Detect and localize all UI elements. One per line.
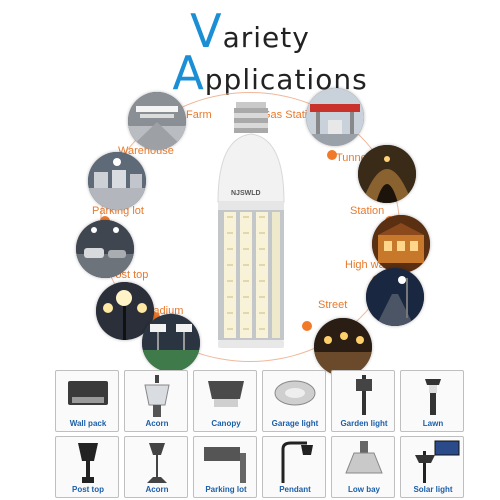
product-low-bay: Low bay xyxy=(331,436,395,498)
product-garage-light: Garage light xyxy=(262,370,326,432)
orbit-dot xyxy=(327,150,337,160)
parking-lot-icon xyxy=(204,447,246,483)
photo-high-way xyxy=(366,268,424,326)
lawn-icon xyxy=(425,379,441,415)
product-label: Canopy xyxy=(211,419,241,428)
photo-street xyxy=(314,318,372,376)
garage-light-icon xyxy=(274,380,316,406)
photo-station xyxy=(372,215,430,273)
product-acorn: Acorn xyxy=(124,370,188,432)
product-solar-light: Solar light xyxy=(400,436,464,498)
label-station: Station xyxy=(350,205,385,217)
bulb-brand: NJSWLD xyxy=(231,190,261,197)
heading-variety-rest: ariety xyxy=(222,21,310,54)
product-label: Parking lot xyxy=(205,485,247,494)
canopy-icon xyxy=(208,381,244,407)
low-bay-icon xyxy=(345,441,383,474)
solar-light-icon xyxy=(415,440,460,483)
acorn-icon xyxy=(144,375,170,417)
label-street: Street xyxy=(318,299,348,311)
product-label: Low bay xyxy=(347,485,380,494)
wall-pack-icon xyxy=(68,381,108,405)
photo-tunnel xyxy=(358,145,416,203)
product-canopy: Canopy xyxy=(193,370,257,432)
photo-warehouse xyxy=(88,152,146,210)
product-label: Solar light xyxy=(413,485,453,494)
heading-variety-cap: V xyxy=(190,4,223,58)
garden-light-icon xyxy=(356,375,372,415)
product-label: Garden light xyxy=(340,419,388,428)
orbit-dot xyxy=(302,321,312,331)
label-farm: Farm xyxy=(186,109,212,121)
product-label: Garage light xyxy=(271,419,319,428)
product-parking-lot: Parking lot xyxy=(193,436,257,498)
photo-farm xyxy=(128,92,186,150)
product-acorn-pole: Acorn xyxy=(124,436,188,498)
photo-parking-lot xyxy=(76,220,134,278)
photo-gas-station xyxy=(306,88,364,146)
product-garden-light: Garden light xyxy=(331,370,395,432)
product-lawn: Lawn xyxy=(400,370,464,432)
product-label: Lawn xyxy=(422,419,444,428)
product-label: Pendant xyxy=(279,485,311,494)
label-parking-lot: Parking lot xyxy=(92,205,144,217)
product-post-top: Post top xyxy=(55,436,119,498)
product-label: Post top xyxy=(72,485,104,494)
pendant-icon xyxy=(281,441,313,483)
product-label: Acorn xyxy=(145,485,169,494)
product-label: Acorn xyxy=(145,419,169,428)
heading-variety: Variety xyxy=(0,4,500,58)
orbit-dot xyxy=(150,312,160,322)
product-grid: Wall pack Acorn Canopy Garage light Gard… xyxy=(55,370,465,498)
post-top-icon xyxy=(78,443,98,483)
product-pendant: Pendant xyxy=(262,436,326,498)
heading-applications-cap: A xyxy=(172,46,205,100)
product-label: Wall pack xyxy=(69,419,107,428)
product-wall-pack: Wall pack xyxy=(55,370,119,432)
photo-stadium xyxy=(142,314,200,372)
corn-bulb-image xyxy=(196,102,306,352)
acorn-pole-icon xyxy=(147,443,167,483)
label-gas-station: Gas Station xyxy=(262,109,320,121)
